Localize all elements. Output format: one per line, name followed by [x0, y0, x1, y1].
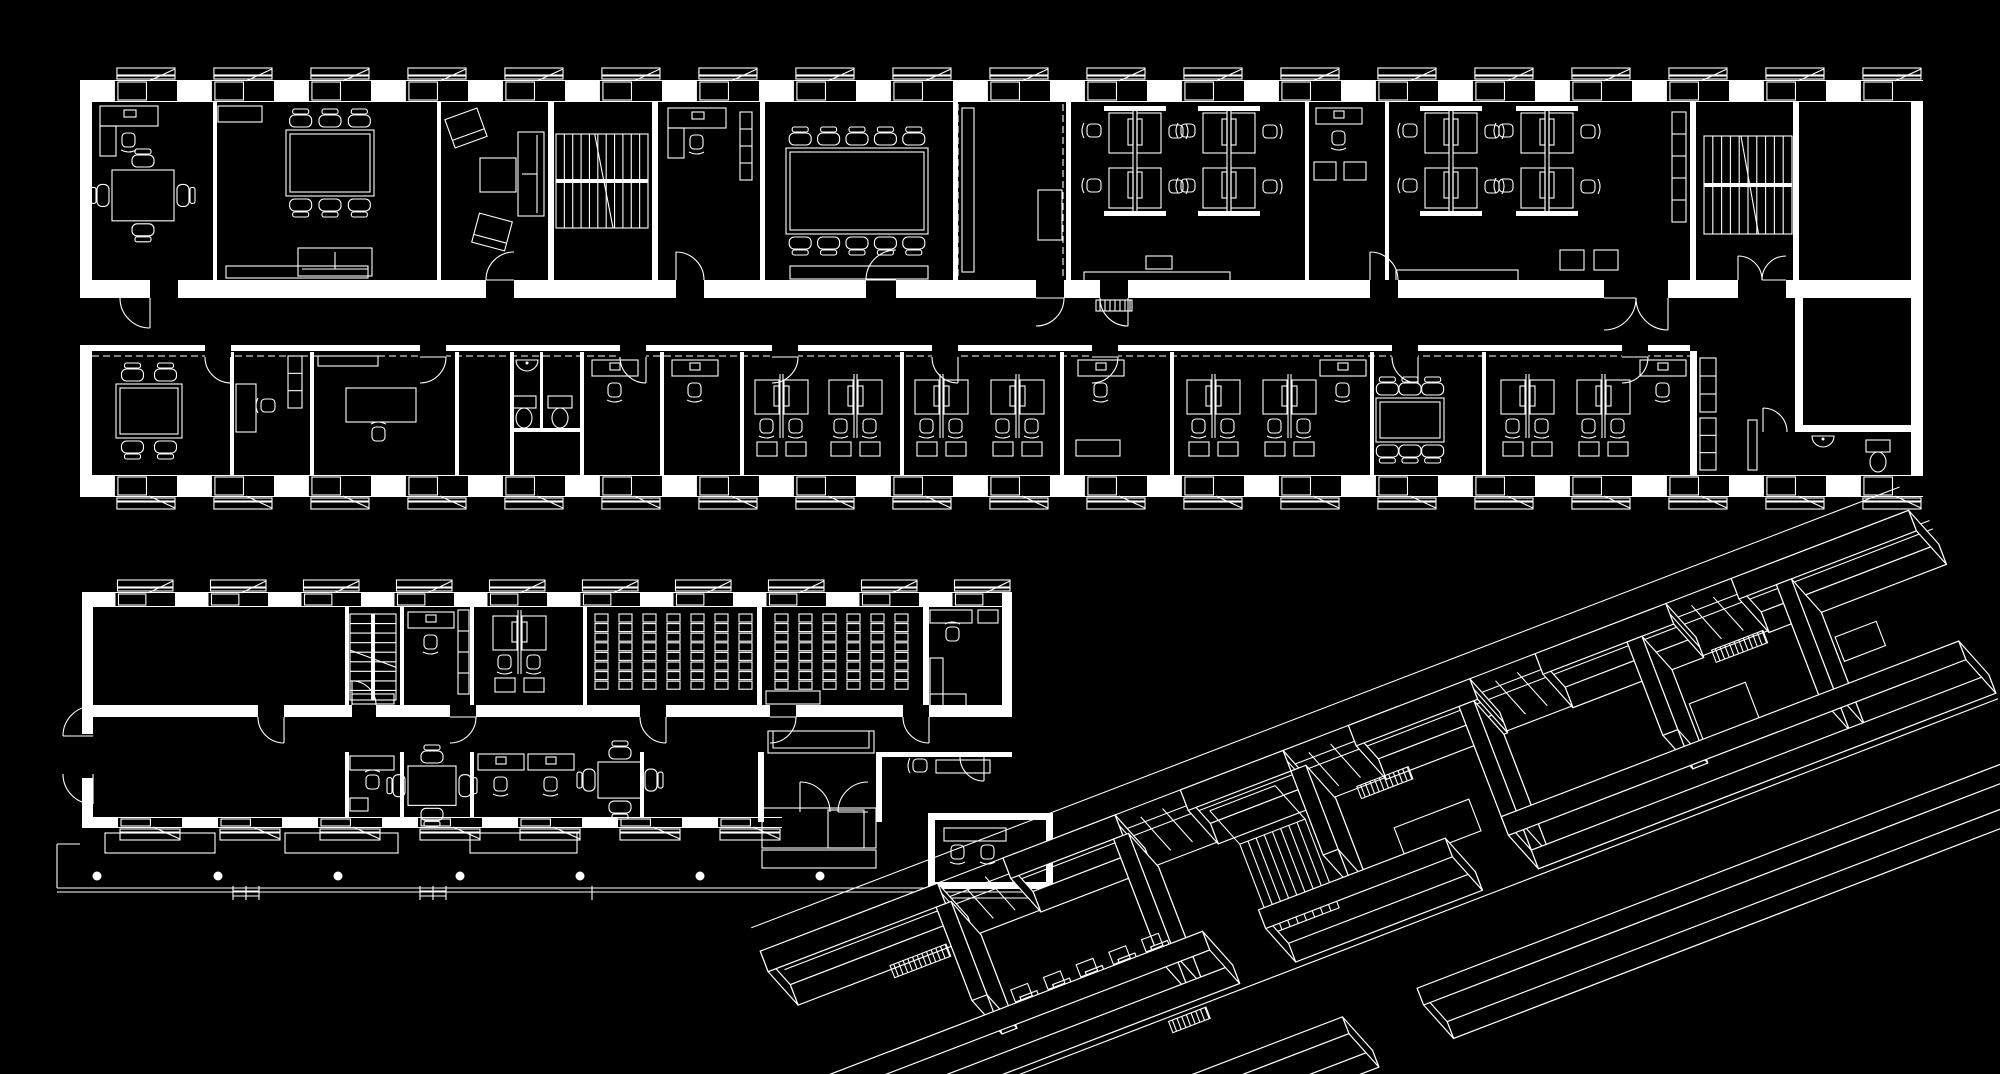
axonometric-view [751, 486, 2000, 1074]
ground-floor-plan [56, 579, 1055, 900]
upper-floor-plan [80, 67, 1923, 510]
